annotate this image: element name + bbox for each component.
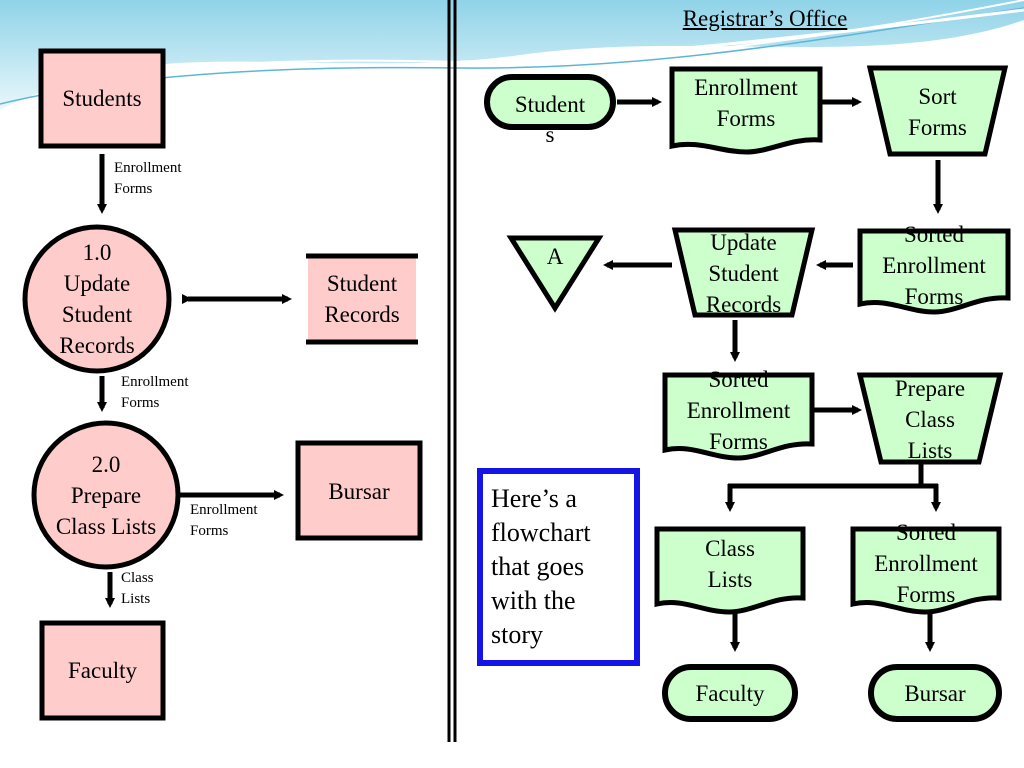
fc-enrollment-forms-doc: [669, 66, 823, 155]
fc-sort-forms-label: Sort Forms: [908, 84, 967, 140]
page-title: Registrar’s Office: [682, 6, 848, 31]
fc-sort-forms-manual: [866, 65, 1009, 157]
dfd-process-update-records: [22, 224, 172, 374]
dfd-student-records-label: Student Records: [324, 271, 400, 327]
fc-students-label: Student s: [514, 92, 586, 147]
note-box: Here’s a flowchart that goes with the st…: [477, 468, 640, 666]
dfd-flow-label-4: Class Lists: [121, 570, 154, 607]
fc-students-terminal: [484, 74, 616, 130]
dfd-faculty-entity: [39, 620, 166, 721]
dfd-students-entity: [38, 48, 166, 149]
fc-sorted-forms-doc-1: [857, 228, 1011, 315]
fc-enrollment-forms-label: Enrollment Forms: [694, 75, 798, 131]
fc-bursar-terminal: [868, 664, 1002, 722]
fc-bursar-label: Bursar: [904, 681, 966, 706]
fc-faculty-terminal: [662, 664, 798, 722]
fc-update-records-label: Update Student Records: [705, 230, 782, 317]
dfd-flow-label-1: Enrollment Forms: [114, 160, 182, 197]
dfd-flow-label-2: Enrollment Forms: [121, 374, 189, 411]
fc-offpage-a-label: A: [546, 244, 564, 269]
fc-branch-connector: [725, 464, 941, 512]
fc-offpage-a: [506, 235, 604, 313]
fc-sorted-forms-label-2: Sorted Enrollment Forms: [686, 367, 791, 454]
page-divider: [447, 0, 457, 742]
fc-faculty-label: Faculty: [695, 681, 765, 706]
dfd-bursar-label: Bursar: [328, 479, 390, 504]
dfd-process-1-label: 1.0 Update Student Records: [59, 240, 135, 358]
dfd-flow-label-3: Enrollment Forms: [190, 502, 258, 539]
fc-class-lists-label: Class Lists: [705, 536, 755, 592]
fc-prepare-lists-label: Prepare Class Lists: [894, 376, 966, 463]
fc-sorted-forms-label-1: Sorted Enrollment Forms: [882, 222, 986, 309]
fc-update-records-manual: [671, 227, 816, 318]
dfd-student-records-store: [306, 253, 418, 345]
fc-prepare-lists-manual: [856, 372, 1004, 465]
fc-sorted-forms-doc-3: [850, 526, 1002, 615]
dfd-bursar-entity: [295, 440, 423, 541]
dfd-process-prepare-lists: [31, 420, 181, 570]
fc-sorted-forms-label-3: Sorted Enrollment Forms: [874, 520, 978, 607]
dfd-process-2-label: 2.0 Prepare Class Lists: [55, 452, 157, 539]
dfd-students-label: Students: [62, 86, 142, 111]
fc-sorted-forms-doc-2: [662, 372, 815, 461]
dfd-faculty-label: Faculty: [68, 658, 137, 683]
fc-class-lists-doc: [654, 526, 806, 615]
